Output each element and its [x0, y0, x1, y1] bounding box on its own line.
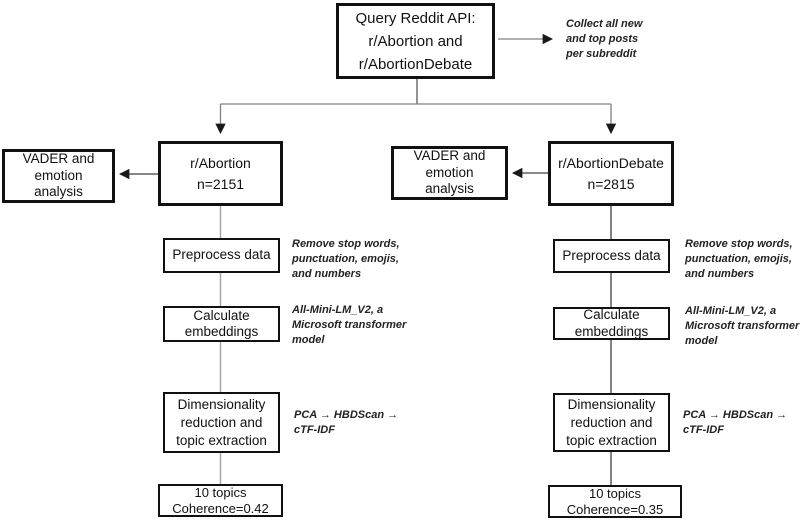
result-box-left: 10 topics Coherence=0.42 [158, 484, 283, 517]
vader-line: emotion [425, 164, 474, 180]
vader-line: VADER and [22, 151, 95, 167]
dimred-note-left: PCA → HBDScan → cTF-IDF [294, 408, 398, 438]
vader-line: analysis [425, 181, 474, 197]
dimred-line: topic extraction [566, 432, 657, 448]
query-reddit-api-line: r/AbortionDebate [358, 55, 473, 73]
embeddings-box-right: Calculate embeddings [553, 307, 670, 340]
embeddings-line: Calculate [583, 307, 640, 322]
dimred-line: reduction and [180, 414, 263, 430]
preprocess-note-line: punctuation, emojis, [292, 253, 399, 265]
vader-analysis-box-right: VADER and emotion analysis [391, 146, 508, 200]
vader-line: emotion [34, 167, 83, 183]
result-coherence: Coherence=0.42 [172, 500, 269, 516]
result-topics: 10 topics [588, 486, 642, 501]
dimred-note-line: PCA → HBDScan → [683, 409, 788, 421]
vader-line: VADER and [413, 148, 486, 164]
collect-posts-note: Collect all new and top posts per subred… [566, 17, 642, 62]
dimred-note-right: PCA → HBDScan → cTF-IDF [683, 408, 787, 438]
query-reddit-api-line: Query Reddit API: [355, 9, 476, 27]
embeddings-line: embeddings [574, 323, 649, 339]
preprocess-note-line: Remove stop words, [292, 238, 400, 250]
dimred-note-line: cTF-IDF [683, 424, 724, 436]
preprocess-note-line: punctuation, emojis, [685, 253, 792, 265]
preprocess-note-line: and numbers [685, 268, 755, 280]
query-reddit-api-line: r/Abortion and [368, 32, 463, 50]
embeddings-note-line: model [292, 334, 325, 346]
embeddings-note-left: All-Mini-LM_V2, a Microsoft transformer … [292, 303, 406, 348]
embeddings-note-line: All-Mini-LM_V2, a [292, 304, 384, 316]
preprocess-label: Preprocess data [172, 247, 271, 263]
preprocess-box-right: Preprocess data [553, 239, 670, 273]
embeddings-line: embeddings [184, 324, 259, 339]
subreddit-count: n=2815 [587, 175, 635, 192]
dimred-box-right: Dimensionality reduction and topic extra… [553, 393, 670, 452]
dimred-line: Dimensionality [567, 396, 656, 412]
embeddings-box-left: Calculate embeddings [163, 306, 280, 342]
preprocess-note-left: Remove stop words, punctuation, emojis, … [292, 237, 400, 282]
preprocess-label: Preprocess data [562, 247, 661, 263]
embeddings-note-line: Microsoft transformer [292, 319, 407, 331]
dimred-note-line: cTF-IDF [294, 424, 335, 436]
result-coherence: Coherence=0.35 [566, 501, 664, 517]
dimred-line: reduction and [570, 414, 653, 430]
preprocess-note-right: Remove stop words, punctuation, emojis, … [685, 237, 793, 282]
dimred-note-line: PCA → HBDScan → [294, 409, 399, 421]
subreddit-name: r/Abortion [190, 154, 251, 171]
subreddit-count: n=2151 [196, 175, 245, 192]
subreddit-name: r/AbortionDebate [558, 154, 664, 171]
embeddings-note-line: model [685, 335, 718, 347]
dimred-box-left: Dimensionality reduction and topic extra… [163, 392, 280, 453]
vader-line: analysis [34, 184, 83, 200]
subreddit-abortiondebate-box: r/AbortionDebate n=2815 [548, 141, 674, 206]
preprocess-box-left: Preprocess data [163, 238, 280, 273]
collect-posts-note-line: Collect all new [566, 18, 643, 30]
preprocess-note-line: and numbers [292, 268, 362, 280]
preprocess-note-line: Remove stop words, [685, 238, 793, 250]
query-reddit-api-box: Query Reddit API: r/Abortion and r/Abort… [336, 3, 495, 79]
dimred-line: topic extraction [176, 432, 267, 448]
embeddings-note-line: All-Mini-LM_V2, a [685, 305, 777, 317]
result-topics: 10 topics [194, 485, 247, 500]
vader-analysis-box-left: VADER and emotion analysis [2, 149, 115, 203]
collect-posts-note-line: per subreddit [566, 48, 637, 60]
embeddings-line: Calculate [193, 307, 250, 323]
result-box-right: 10 topics Coherence=0.35 [548, 485, 682, 518]
subreddit-abortion-box: r/Abortion n=2151 [158, 141, 283, 206]
dimred-line: Dimensionality [177, 396, 266, 412]
embeddings-note-right: All-Mini-LM_V2, a Microsoft transformer … [685, 304, 799, 349]
collect-posts-note-line: and top posts [566, 33, 639, 45]
embeddings-note-line: Microsoft transformer [685, 320, 800, 332]
